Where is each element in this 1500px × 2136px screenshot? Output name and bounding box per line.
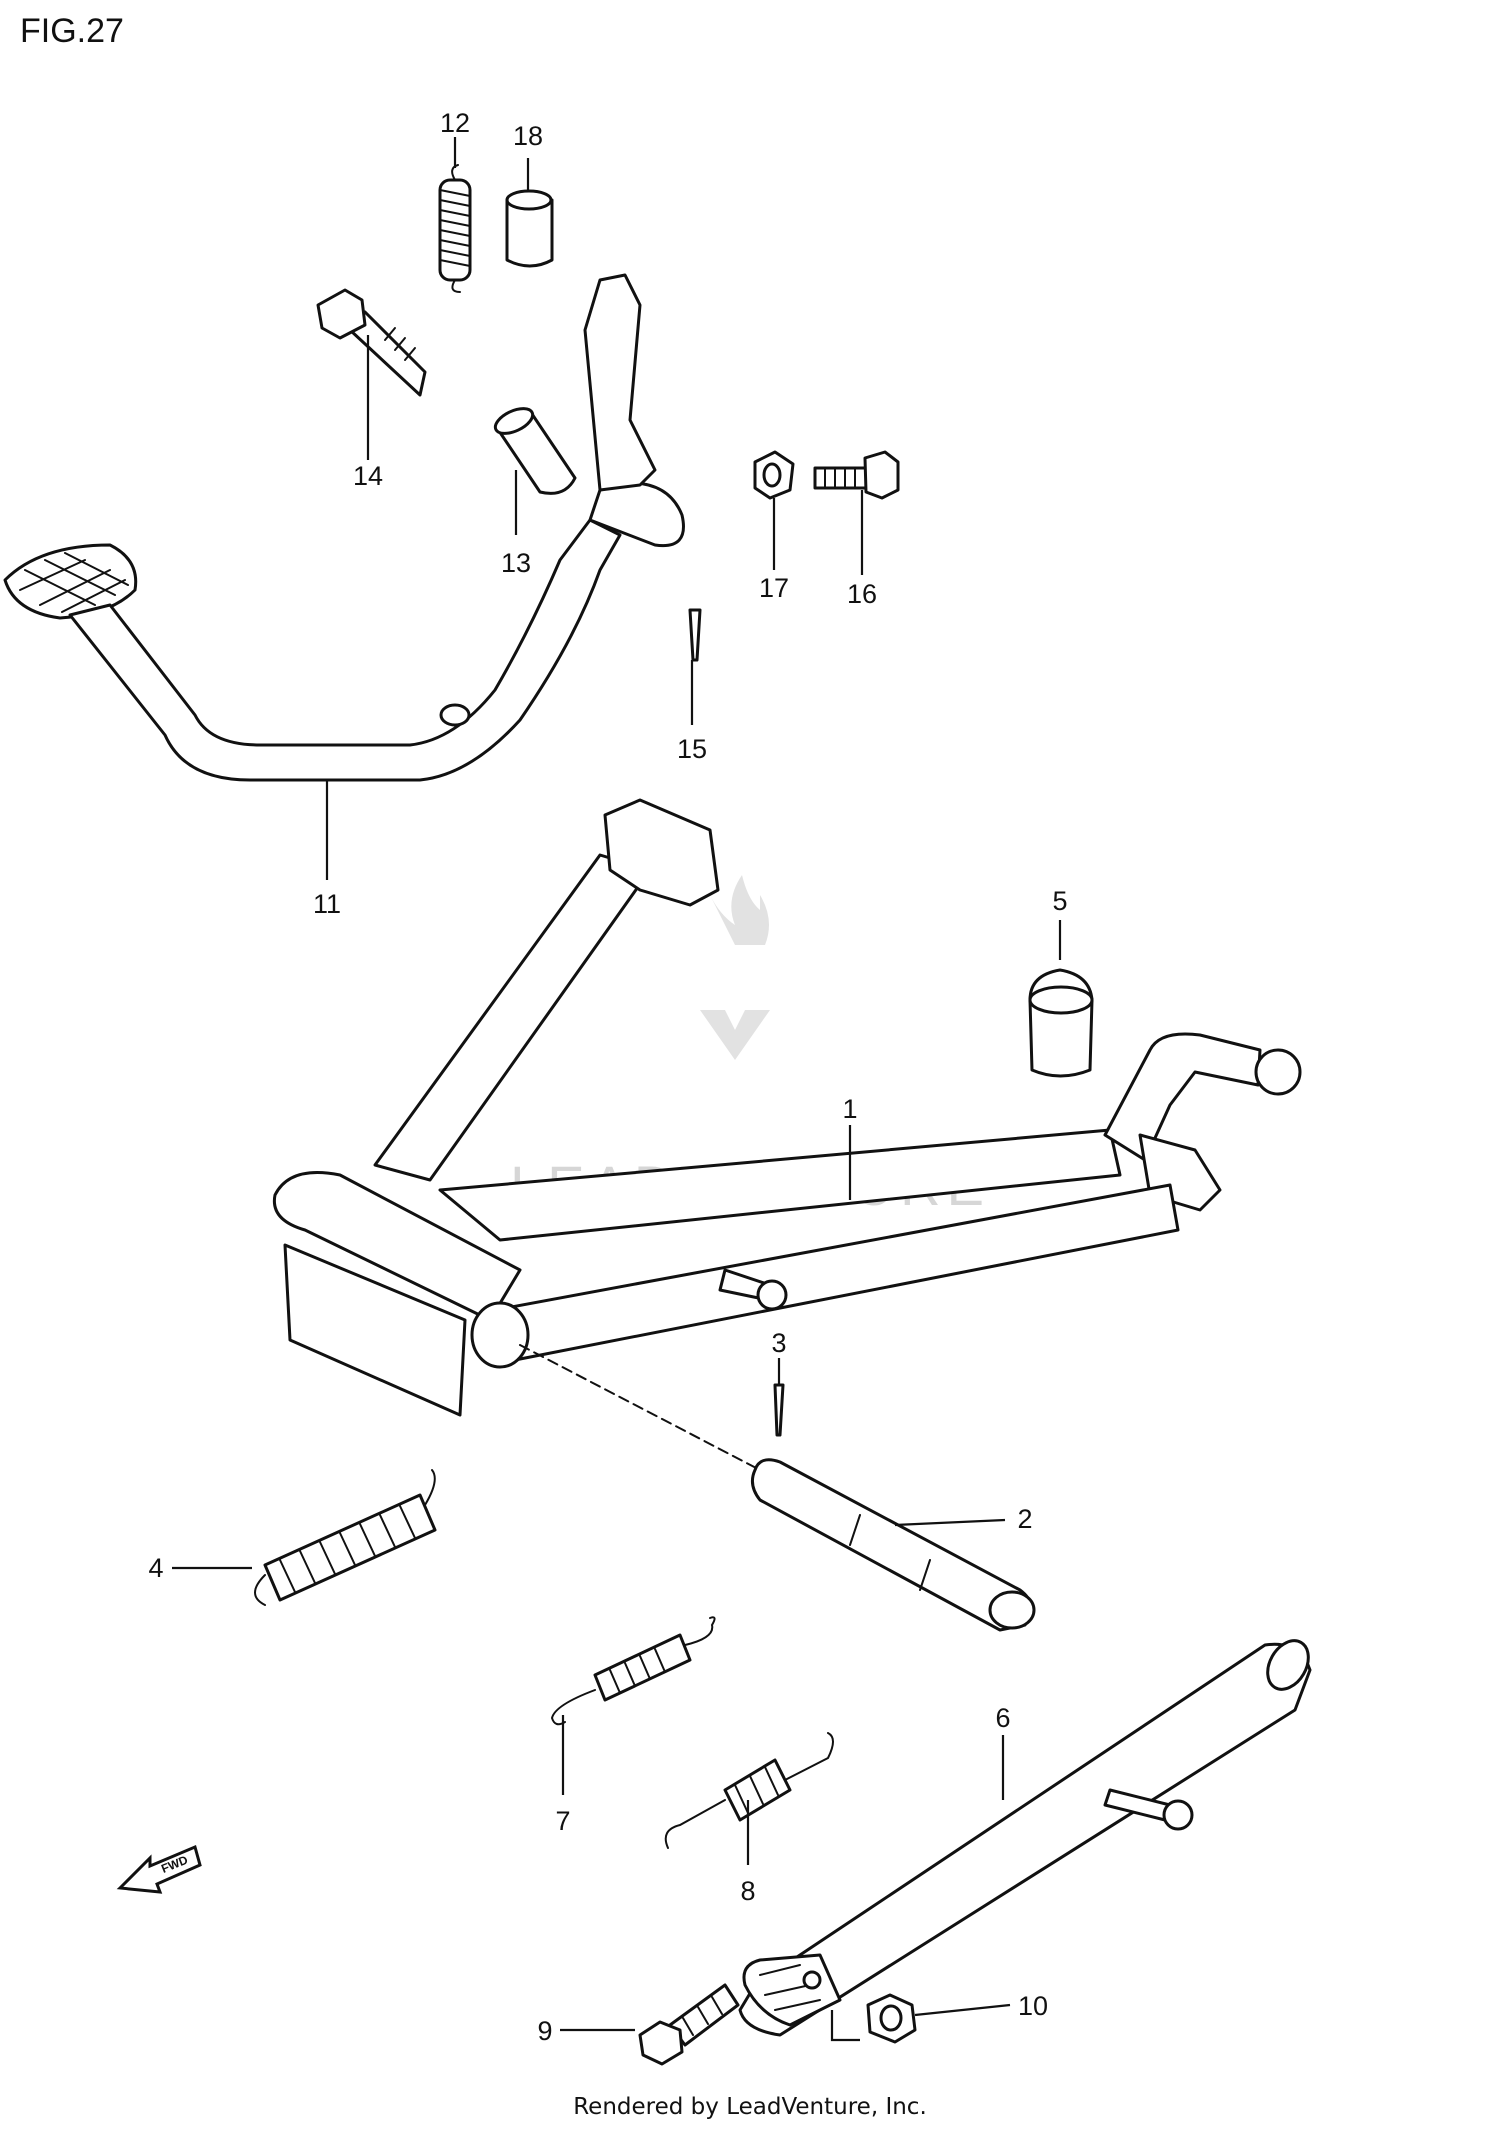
callout-2: 2: [1017, 1504, 1032, 1534]
part-10-nut: [866, 1993, 917, 2044]
part-17-nut: [753, 450, 795, 500]
callout-15: 15: [677, 734, 707, 764]
callout-labels: 12 18 14 13 17 16 15 11 5 1 3 2 4 7 8 6 …: [148, 108, 1067, 2046]
part-6-side-stand: [738, 1639, 1312, 2037]
callout-11: 11: [313, 889, 341, 919]
callout-10: 10: [1018, 1991, 1048, 2021]
callout-18: 18: [513, 121, 543, 151]
callout-8: 8: [740, 1876, 755, 1906]
part-11-brake-pedal: [3, 273, 685, 782]
callout-12: 12: [440, 108, 470, 138]
callout-1: 1: [842, 1094, 857, 1124]
part-15-cotter-pin: [688, 608, 702, 662]
part-16-bolt: [813, 450, 900, 500]
forward-direction-arrow-icon: FWD: [116, 1844, 202, 1894]
part-3-cotter-pin: [773, 1383, 785, 1437]
callout-6: 6: [995, 1703, 1010, 1733]
part-5-stopper: [1028, 968, 1094, 1078]
callout-16: 16: [847, 579, 877, 609]
part-2-shaft: [519, 1344, 1036, 1632]
callout-9: 9: [537, 2016, 552, 2046]
part-18-bushing: [505, 189, 554, 268]
leader-lines: [172, 137, 1062, 2042]
part-4-spring: [254, 1469, 437, 1606]
part-8-spring: [664, 1732, 834, 1849]
part-12-spring: [438, 164, 472, 293]
part-9-bolt: [638, 1983, 740, 2066]
callout-3: 3: [771, 1328, 786, 1358]
part-14-bolt: [316, 288, 427, 397]
callout-14: 14: [353, 461, 383, 491]
part-13-bushing: [493, 407, 577, 495]
part-1-center-stand: [272, 798, 1302, 1417]
callout-4: 4: [148, 1553, 163, 1583]
callout-7: 7: [555, 1806, 570, 1836]
part-7-spring: [550, 1616, 716, 1726]
callout-5: 5: [1052, 886, 1067, 916]
callout-13: 13: [501, 548, 531, 578]
callout-17: 17: [759, 573, 789, 603]
footer-credit: Rendered by LeadVenture, Inc.: [573, 2094, 927, 2120]
figure-title: FIG.27: [20, 12, 124, 50]
